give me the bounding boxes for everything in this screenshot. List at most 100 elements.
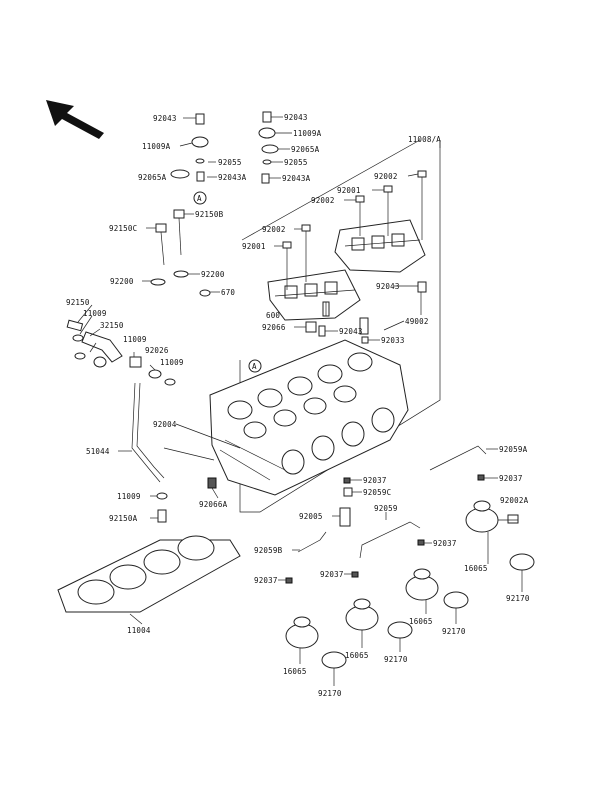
label-92037-a: 92037	[363, 476, 387, 485]
bolt-92150c	[155, 223, 167, 266]
label-32150: 32150	[100, 321, 124, 330]
label-92170-a: 92170	[318, 689, 342, 698]
label-92037-e: 92037	[320, 570, 344, 579]
leader-lines	[77, 116, 523, 686]
label-16065-a: 16065	[283, 667, 307, 676]
label-92001-top: 92001	[337, 186, 361, 195]
carb-holder-c	[405, 568, 439, 601]
top-left-stack	[170, 113, 209, 205]
label-600: 600	[266, 311, 280, 320]
camshaft-holder-left	[267, 269, 361, 321]
sensor-49002-body	[359, 317, 369, 335]
label-92200-right: 92200	[201, 270, 225, 279]
plug-92066	[305, 321, 317, 333]
carb-holder-b	[345, 598, 379, 631]
label-92055-left: 92055	[218, 158, 242, 167]
gasket-11009-d	[156, 492, 168, 500]
washer-92200-right	[173, 270, 189, 278]
hose-92059b	[297, 531, 327, 553]
clamp-92170-d	[509, 553, 535, 571]
intake-ports	[281, 407, 395, 475]
label-92033: 92033	[381, 336, 405, 345]
bolt-92002-left	[301, 224, 311, 282]
label-92043-mid: 92043	[339, 327, 363, 336]
label-92001-left: 92001	[242, 242, 266, 251]
top-right-stack	[258, 111, 279, 184]
dowel-670	[199, 289, 211, 297]
label-92150: 92150	[66, 298, 90, 307]
gasket-11009-a	[72, 334, 84, 342]
label-11009-b: 11009	[123, 335, 147, 344]
plug-92043-mid	[318, 325, 326, 337]
label-92037-d: 92037	[254, 576, 278, 585]
label-92200-left: 92200	[110, 277, 134, 286]
washer-92026-b	[148, 369, 162, 379]
label-circle-a-mid: A	[252, 362, 257, 371]
label-92002a: 92002A	[500, 496, 529, 505]
label-92170-b: 92170	[384, 655, 408, 664]
clip-92037-c	[417, 539, 425, 546]
clip-92037-d	[285, 577, 293, 584]
plug-92066a	[207, 477, 217, 489]
hose-92059a	[429, 445, 487, 471]
label-11004: 11004	[127, 626, 151, 635]
bolt-92002-mid	[355, 195, 365, 236]
label-circle-a-top: A	[197, 194, 202, 203]
label-92043-top-left: 92043	[153, 114, 177, 123]
bolt-92150b	[173, 209, 185, 256]
head-gasket-11004	[57, 535, 241, 613]
fitting-92033	[361, 336, 369, 344]
label-92055-right: 92055	[284, 158, 308, 167]
bolt-92002-top	[417, 170, 427, 240]
label-92004: 92004	[153, 420, 177, 429]
label-92065a-left: 92065A	[138, 173, 167, 182]
clip-92037-e	[351, 571, 359, 578]
label-11009a-right: 11009A	[293, 129, 322, 138]
stud-92004	[163, 447, 215, 461]
connector-92005	[339, 507, 351, 527]
label-16065-d: 16065	[464, 564, 488, 573]
clip-92037-a	[343, 477, 351, 484]
label-92066: 92066	[262, 323, 286, 332]
washer-92200-left	[150, 278, 166, 286]
label-16065-c: 16065	[409, 617, 433, 626]
label-92059b: 92059B	[254, 546, 283, 555]
part-labels: 92043 11009A 92055 92065A 92043A A 92043…	[66, 113, 530, 698]
label-92170-c: 92170	[442, 627, 466, 636]
carb-holder-a	[285, 616, 319, 649]
clamp-92170-a	[321, 651, 347, 669]
label-92005: 92005	[299, 512, 323, 521]
label-92043a-left: 92043A	[218, 173, 247, 182]
cam-journals	[227, 352, 373, 439]
carb-holder-d	[465, 500, 499, 533]
label-92150a: 92150A	[109, 514, 138, 523]
label-92150c: 92150C	[109, 224, 137, 233]
label-51044: 51044	[86, 447, 110, 456]
gasket-11009-c	[164, 378, 176, 386]
oil-hose-51044	[131, 382, 165, 483]
label-11008a: 11008/A	[408, 135, 441, 144]
label-92043-top-right: 92043	[284, 113, 308, 122]
label-92059a: 92059A	[499, 445, 528, 454]
screw-92002a	[507, 514, 519, 524]
fitting-92026	[129, 356, 142, 368]
label-11009-a: 11009	[83, 309, 107, 318]
label-92002-mid: 92002	[311, 196, 335, 205]
clip-92037-b	[477, 474, 485, 481]
bolt-92150a	[157, 509, 167, 523]
label-11009-d: 11009	[117, 492, 141, 501]
hose-92059	[359, 521, 421, 559]
label-92170-d: 92170	[506, 594, 530, 603]
bolt-92001-top	[383, 185, 393, 236]
sensor-49002	[417, 281, 427, 315]
fitting-left	[93, 356, 107, 368]
label-49002: 49002	[405, 317, 429, 326]
front-direction-arrow-icon	[46, 100, 104, 139]
camshaft-holder-right	[334, 219, 426, 273]
label-11009-c: 11009	[160, 358, 184, 367]
label-92150b: 92150B	[195, 210, 224, 219]
label-92002-top: 92002	[374, 172, 398, 181]
label-92037-c: 92037	[433, 539, 457, 548]
cylinder-head	[209, 339, 409, 496]
